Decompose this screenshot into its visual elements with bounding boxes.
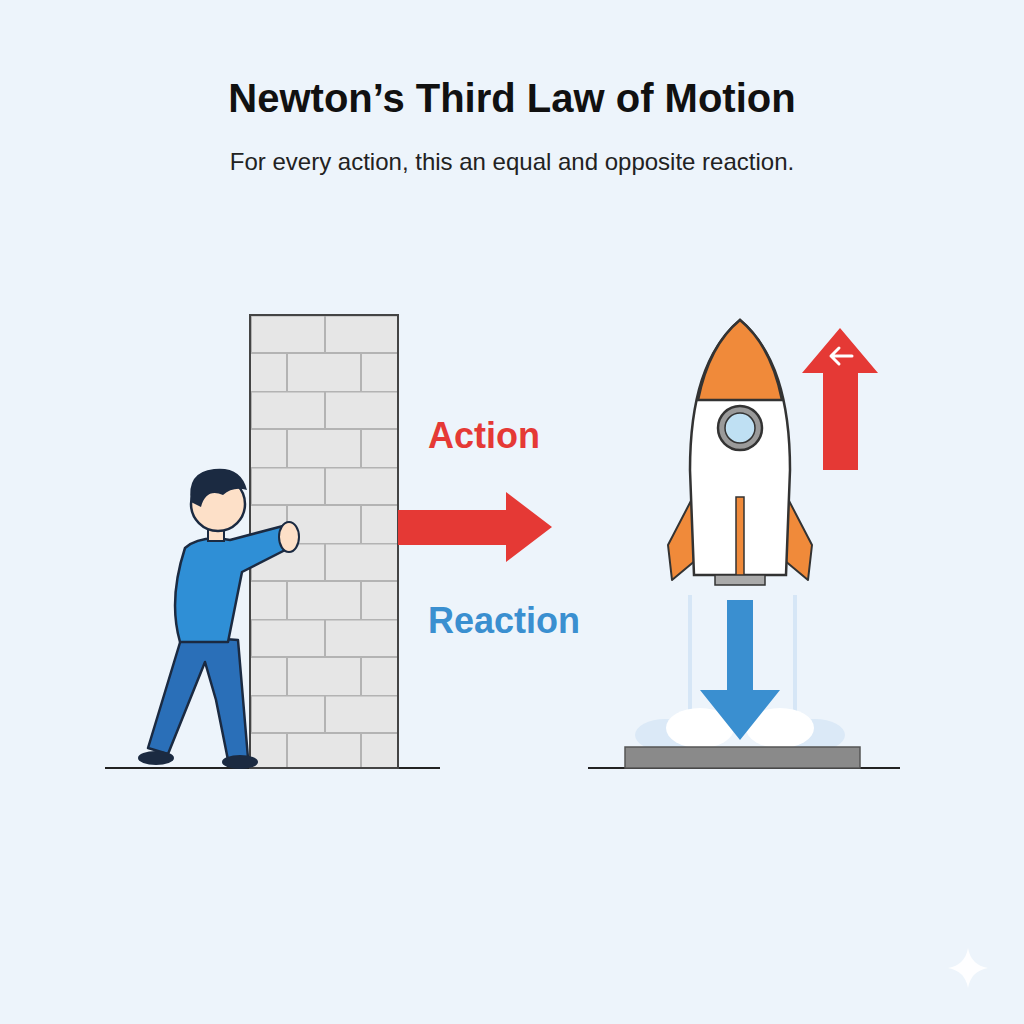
person-hand	[279, 522, 299, 552]
action-arrow	[398, 492, 552, 562]
rocket-stripe	[736, 497, 744, 577]
title: Newton’s Third Law of Motion	[0, 74, 1024, 122]
rocket-nose	[698, 320, 782, 400]
subtitle: For every action, this an equal and oppo…	[0, 148, 1024, 177]
rocket-scene	[588, 320, 900, 768]
action-label: Action	[428, 414, 540, 457]
exhaust-streak	[793, 595, 797, 720]
person-shoe	[222, 755, 258, 769]
action-label: Action	[428, 414, 540, 457]
subtitle: For every action, this an equal and oppo…	[0, 148, 1024, 177]
rocket-window-ring	[718, 406, 762, 450]
rocket-window	[725, 413, 755, 443]
thrust-arrow	[802, 328, 878, 470]
sparkle-watermark	[948, 948, 988, 988]
reaction-label: Reaction	[428, 599, 580, 642]
rocket-nozzle	[715, 575, 765, 585]
wall-scene	[105, 315, 552, 769]
person-hair	[190, 469, 247, 507]
exhaust-streak	[688, 595, 692, 720]
launch-pad	[625, 747, 860, 768]
reaction-label: Reaction	[428, 599, 580, 642]
title: Newton’s Third Law of Motion	[0, 74, 1024, 122]
person-figure	[138, 469, 299, 769]
person-torso	[175, 526, 295, 642]
person-shoe	[138, 751, 174, 765]
person-legs	[148, 636, 248, 760]
reaction-arrow	[700, 600, 780, 740]
small-arrow-symbol	[831, 348, 852, 364]
